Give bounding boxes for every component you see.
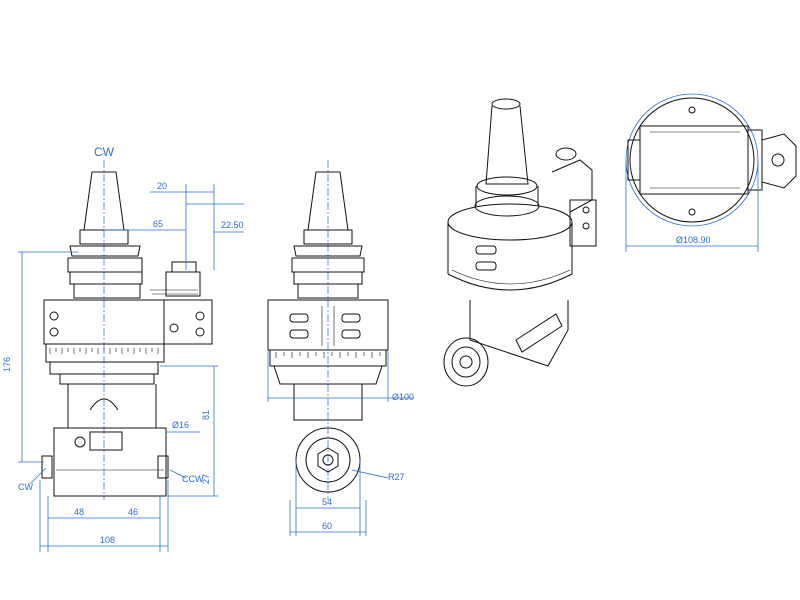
ccw-leader bbox=[169, 469, 187, 479]
dim-108-90: Ø108.90 bbox=[676, 235, 711, 245]
dim-20: 20 bbox=[157, 181, 167, 191]
dim-r27-leader bbox=[351, 469, 389, 479]
front-head-window bbox=[89, 431, 123, 451]
top-clamp-arm bbox=[761, 133, 797, 189]
cw-label-top: CW bbox=[94, 145, 115, 159]
front-cw-nut bbox=[41, 455, 53, 479]
iso-window bbox=[515, 313, 563, 353]
front-view bbox=[41, 160, 213, 500]
iso-housing-sides bbox=[447, 222, 573, 274]
iso-taper-top bbox=[491, 98, 521, 110]
ccw-label-side: CCW bbox=[182, 474, 204, 484]
front-dimensions: CW 20 65 22.50 176 81 27 Ø16 CW CCW bbox=[2, 145, 244, 552]
side-scale-ticks bbox=[275, 352, 381, 358]
side-view bbox=[267, 160, 389, 500]
front-body bbox=[67, 384, 157, 429]
top-dim-circle bbox=[625, 93, 759, 227]
top-right-tab bbox=[747, 129, 763, 191]
iso-clamp-hole-2 bbox=[582, 222, 590, 230]
cw-leader bbox=[29, 467, 47, 485]
iso-scale-line bbox=[451, 269, 571, 285]
isometric-view bbox=[443, 98, 597, 387]
side-collar bbox=[293, 245, 363, 257]
dim-176: 176 bbox=[2, 357, 12, 372]
front-housing-upper bbox=[43, 299, 213, 345]
iso-housing-bottom bbox=[447, 273, 573, 291]
front-collar-ring bbox=[67, 257, 143, 273]
side-nut bbox=[317, 447, 339, 473]
front-screw-5 bbox=[169, 323, 179, 333]
front-head bbox=[53, 427, 167, 497]
front-clamp-block bbox=[165, 271, 201, 297]
iso-taper bbox=[485, 105, 529, 185]
front-lower-ring-2 bbox=[59, 373, 155, 385]
iso-head-face-inner bbox=[451, 346, 481, 378]
iso-housing-top bbox=[447, 203, 573, 241]
front-housing-right-block bbox=[163, 299, 213, 345]
iso-clamp-screw bbox=[555, 147, 577, 161]
iso-head-face bbox=[443, 337, 489, 387]
dim-81: 81 bbox=[201, 410, 211, 420]
front-screw-2 bbox=[49, 327, 59, 337]
front-ccw-nut bbox=[157, 455, 169, 479]
dim-100: Ø100 bbox=[392, 392, 414, 402]
front-screw-3 bbox=[195, 311, 205, 321]
top-outer-circle bbox=[629, 97, 755, 223]
dim-60: 60 bbox=[322, 521, 332, 531]
top-view bbox=[625, 93, 797, 227]
iso-clamp-hole-1 bbox=[582, 206, 590, 214]
iso-angle-body bbox=[469, 300, 569, 367]
dim-108: 108 bbox=[100, 535, 115, 545]
iso-clamp bbox=[551, 159, 593, 213]
front-neck bbox=[73, 283, 141, 299]
dim-27: 27 bbox=[201, 474, 211, 484]
dim-16: Ø16 bbox=[172, 420, 189, 430]
dim-r27: R27 bbox=[388, 472, 405, 482]
front-scale-ticks bbox=[49, 348, 159, 354]
front-body-arch bbox=[89, 398, 119, 411]
dim-54: 54 bbox=[322, 497, 332, 507]
side-slot-2 bbox=[289, 329, 309, 339]
side-body bbox=[293, 384, 363, 421]
front-screw-4 bbox=[195, 327, 205, 337]
top-center-block bbox=[639, 125, 749, 195]
iso-clamp-block bbox=[569, 199, 597, 247]
side-dimensions: Ø100 R27 54 60 bbox=[267, 350, 414, 536]
iso-flange-sides bbox=[475, 186, 539, 206]
dim-46: 46 bbox=[128, 507, 138, 517]
side-head-mid bbox=[305, 437, 351, 483]
front-collar bbox=[69, 245, 141, 257]
side-nut-center bbox=[322, 454, 334, 466]
cw-label-side: CW bbox=[18, 482, 33, 492]
front-screw-1 bbox=[49, 311, 59, 321]
side-taper-flange bbox=[303, 229, 353, 245]
side-slot-4 bbox=[341, 329, 361, 339]
top-left-tab bbox=[627, 139, 641, 181]
dim-65: 65 bbox=[153, 219, 163, 229]
top-dimensions: Ø108.90 bbox=[625, 160, 759, 252]
iso-slot-1 bbox=[475, 245, 497, 255]
side-neck bbox=[297, 283, 359, 299]
front-spindle-ring bbox=[69, 271, 143, 285]
top-clamp-hole bbox=[771, 153, 785, 167]
front-clamp-top bbox=[171, 261, 197, 273]
top-block-lines bbox=[650, 131, 740, 189]
dim-48: 48 bbox=[74, 507, 84, 517]
iso-head-nut bbox=[459, 355, 473, 369]
side-slot-3 bbox=[341, 313, 361, 323]
side-lower-ring bbox=[273, 365, 383, 385]
top-hole-1 bbox=[688, 106, 696, 114]
side-slot-1 bbox=[289, 313, 309, 323]
iso-slot-2 bbox=[475, 261, 497, 271]
front-head-screw bbox=[74, 436, 86, 448]
front-clamp-lines bbox=[150, 289, 198, 295]
iso-flange bbox=[476, 176, 538, 196]
top-hole-2 bbox=[688, 208, 696, 216]
dim-22-50: 22.50 bbox=[221, 220, 244, 230]
